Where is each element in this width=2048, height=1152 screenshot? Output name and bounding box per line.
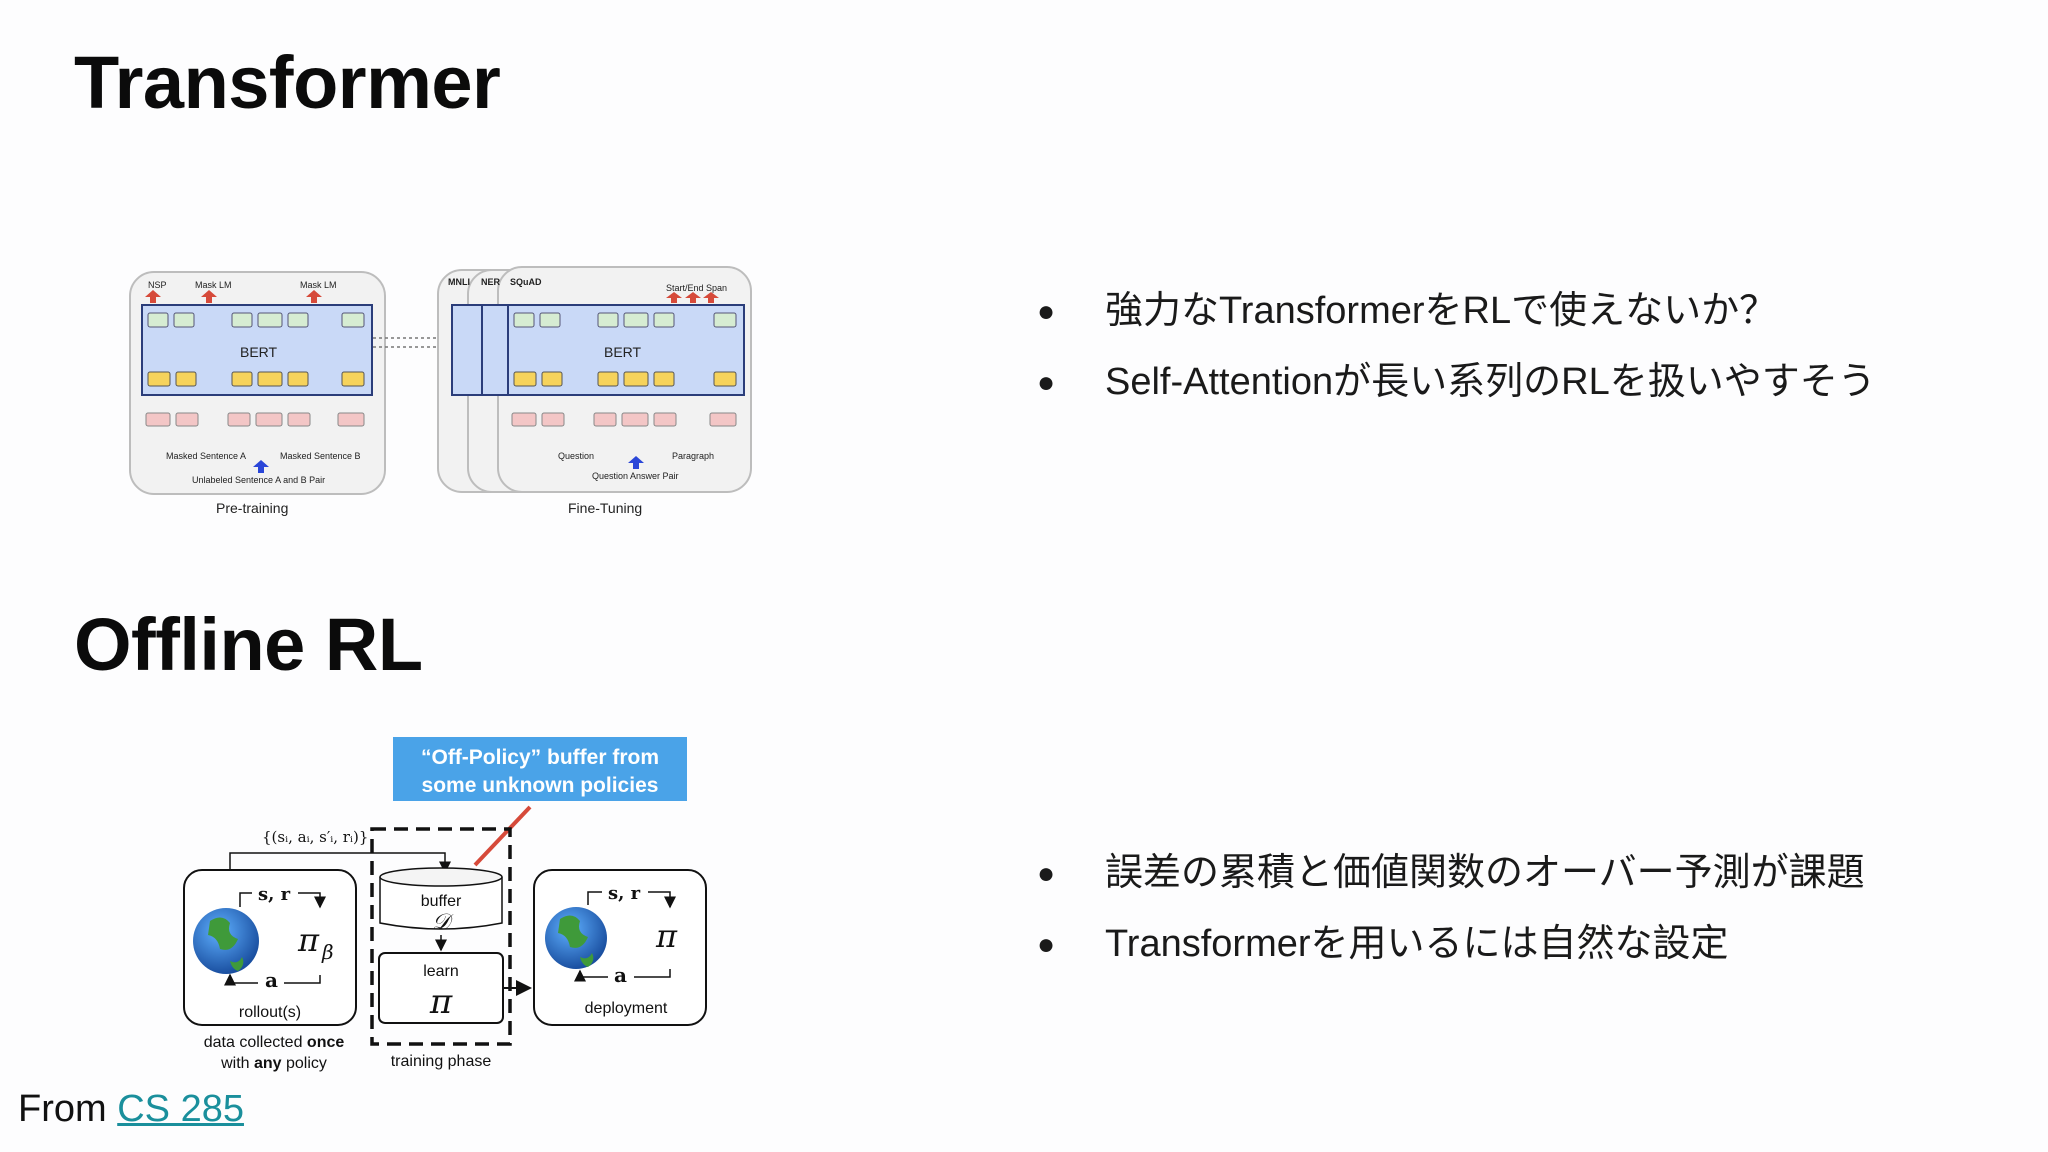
deploy-action: a (614, 963, 627, 987)
red-arrow-icon (201, 290, 217, 303)
finetune-embedding-tokens (513, 371, 737, 387)
red-arrow-icon (145, 290, 161, 303)
input-tokens (145, 412, 365, 427)
finetune-output-tokens (513, 312, 737, 328)
rollout-label: rollout(s) (239, 1004, 301, 1021)
tuple-label: {(sᵢ, aᵢ, s′ᵢ, rᵢ)} (262, 828, 368, 846)
finetune-tab-squad: SQuAD (510, 277, 542, 287)
red-arrow-icon (666, 292, 682, 303)
finetuning-panel: MNLI NER SQuAD Start/End Span BERT (437, 266, 752, 516)
training-phase-label: training phase (391, 1053, 492, 1070)
bullet-dot-icon: ● (1037, 366, 1056, 399)
bert-diagram: NSP Mask LM Mask LM BERT (129, 266, 752, 516)
deploy-policy: π (655, 917, 678, 955)
callout-line-1: “Off-Policy” buffer from (421, 746, 659, 769)
deployment-label: deployment (585, 1000, 668, 1017)
offline-rl-title: Offline RL (74, 603, 423, 686)
red-arrow-icon (703, 292, 719, 303)
bullet-text: 誤差の累積と価値関数のオーバー予測が課題 (1105, 852, 1865, 894)
globe-land (208, 917, 238, 950)
finetune-input-label: Question Answer Pair (592, 471, 679, 481)
pretrain-caption-b: Masked Sentence B (280, 451, 361, 461)
deployment-box: s, r π a deployment (533, 869, 707, 1026)
red-arrow-icon (685, 292, 701, 303)
offline-rl-diagram: “Off-Policy” buffer from some unknown po… (183, 737, 707, 1072)
bullet-item: ● 誤差の累積と価値関数のオーバー予測が課題 (1030, 838, 1865, 909)
pretrain-model-label: BERT (240, 344, 278, 360)
bullet-text: Self-Attentionが長い系列のRLを扱いやすそう (1105, 361, 1876, 403)
offline-rl-bullets: ● 誤差の累積と価値関数のオーバー予測が課題 ● Transformerを用いるには… (1030, 838, 1865, 980)
buffer-label: buffer (421, 893, 462, 910)
learned-policy: π (429, 982, 453, 1022)
bullet-dot-icon: ● (1037, 857, 1056, 890)
footer-prefix: From (18, 1088, 118, 1130)
pretrain-caption-a: Masked Sentence A (166, 451, 246, 461)
deploy-state-reward: s, r (608, 883, 641, 904)
finetune-model-label: BERT (604, 344, 642, 360)
finetune-top-label: Start/End Span (666, 283, 727, 293)
pretrain-label-masklm-2: Mask LM (300, 280, 337, 290)
buffer-symbol: 𝒟 (432, 910, 454, 935)
transformer-bullets: ● 強力なTransformerをRLで使えないか？ ● Self-Attentio… (1030, 276, 1876, 418)
training-phase-box: buffer 𝒟 learn π training phase (370, 827, 512, 1070)
offpolicy-callout: “Off-Policy” buffer from some unknown po… (393, 737, 687, 801)
pretraining-panel: NSP Mask LM Mask LM BERT (129, 271, 386, 516)
finetune-title: Fine-Tuning (568, 500, 642, 516)
bullet-item: ● 強力なTransformerをRLで使えないか？ (1030, 276, 1876, 347)
learn-box: learn π (378, 952, 504, 1024)
learn-label: learn (423, 963, 459, 980)
rollout-action: a (265, 968, 278, 992)
output-tokens (147, 312, 365, 328)
pretrain-label-nsp: NSP (148, 280, 167, 290)
bullet-dot-icon: ● (1037, 295, 1056, 328)
embedding-tokens (147, 371, 365, 387)
bullet-text: 強力なTransformerをRLで使えないか？ (1105, 290, 1778, 332)
bullet-item: ● Transformerを用いるには自然な設定 (1030, 909, 1865, 980)
pretrain-input-label: Unlabeled Sentence A and B Pair (192, 475, 325, 485)
rollout-box: s, r π β a rollout(s) (183, 869, 357, 1026)
source-footer: From CS 285 (18, 1088, 244, 1131)
finetune-caption-b: Paragraph (672, 451, 714, 461)
red-arrow-icon (306, 290, 322, 303)
blue-arrow-icon (628, 456, 644, 469)
bullet-text: Transformerを用いるには自然な設定 (1105, 923, 1729, 965)
blue-arrow-icon (253, 460, 269, 473)
buffer-cylinder: buffer 𝒟 (379, 867, 503, 935)
finetune-caption-a: Question (558, 451, 594, 461)
bullet-item: ● Self-Attentionが長い系列のRLを扱いやすそう (1030, 347, 1876, 418)
callout-line-2: some unknown policies (422, 774, 659, 797)
finetune-tab-mnli: MNLI (448, 277, 470, 287)
behavior-policy-sub: β (321, 940, 334, 964)
finetune-input-tokens (511, 412, 737, 427)
cs285-link[interactable]: CS 285 (117, 1088, 244, 1130)
rollout-state-reward: s, r (258, 884, 291, 905)
finetune-tab-ner: NER (481, 277, 501, 287)
data-note-line-2: with any policy (220, 1055, 327, 1072)
data-note-line-1: data collected once (204, 1034, 345, 1051)
bullet-dot-icon: ● (1037, 928, 1056, 961)
behavior-policy: π (297, 921, 320, 959)
transformer-title: Transformer (74, 41, 501, 124)
pretrain-label-masklm-1: Mask LM (195, 280, 232, 290)
pretrain-title: Pre-training (216, 500, 288, 516)
